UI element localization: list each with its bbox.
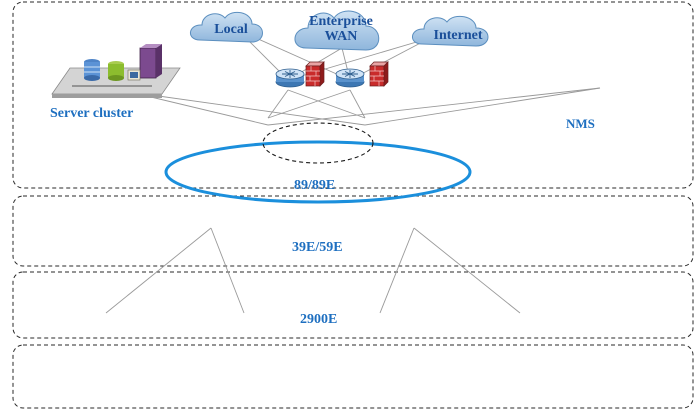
core-redundancy-link <box>262 122 374 164</box>
access-tier-box <box>12 271 694 339</box>
cloud-label-enterprise-wan: Enterprise WAN <box>309 14 373 44</box>
cloud-internet <box>412 15 489 47</box>
core-ring <box>164 140 472 204</box>
server-cluster-label: Server cluster <box>50 106 134 121</box>
connection-lines <box>105 29 601 314</box>
cloud-local <box>190 11 263 43</box>
firewall-icon <box>305 61 325 87</box>
aggregation-tier-box <box>12 195 694 267</box>
access-label: 2900E <box>300 312 338 327</box>
aggregation-label: 39E/59E <box>292 240 343 255</box>
cloud-label-internet: Internet <box>433 28 483 43</box>
endpoint-tier-box <box>12 344 694 409</box>
nms-label: NMS <box>566 116 595 131</box>
router-icon <box>335 68 365 88</box>
cloud-label-local: Local <box>214 22 248 37</box>
firewall-icon <box>369 61 389 87</box>
core-tier-box <box>12 1 694 189</box>
cloud-enterprise-wan <box>294 10 380 51</box>
router-icon <box>275 68 305 88</box>
server-cluster-icon <box>51 44 181 98</box>
core-ring-label: 89/89E <box>294 178 336 193</box>
